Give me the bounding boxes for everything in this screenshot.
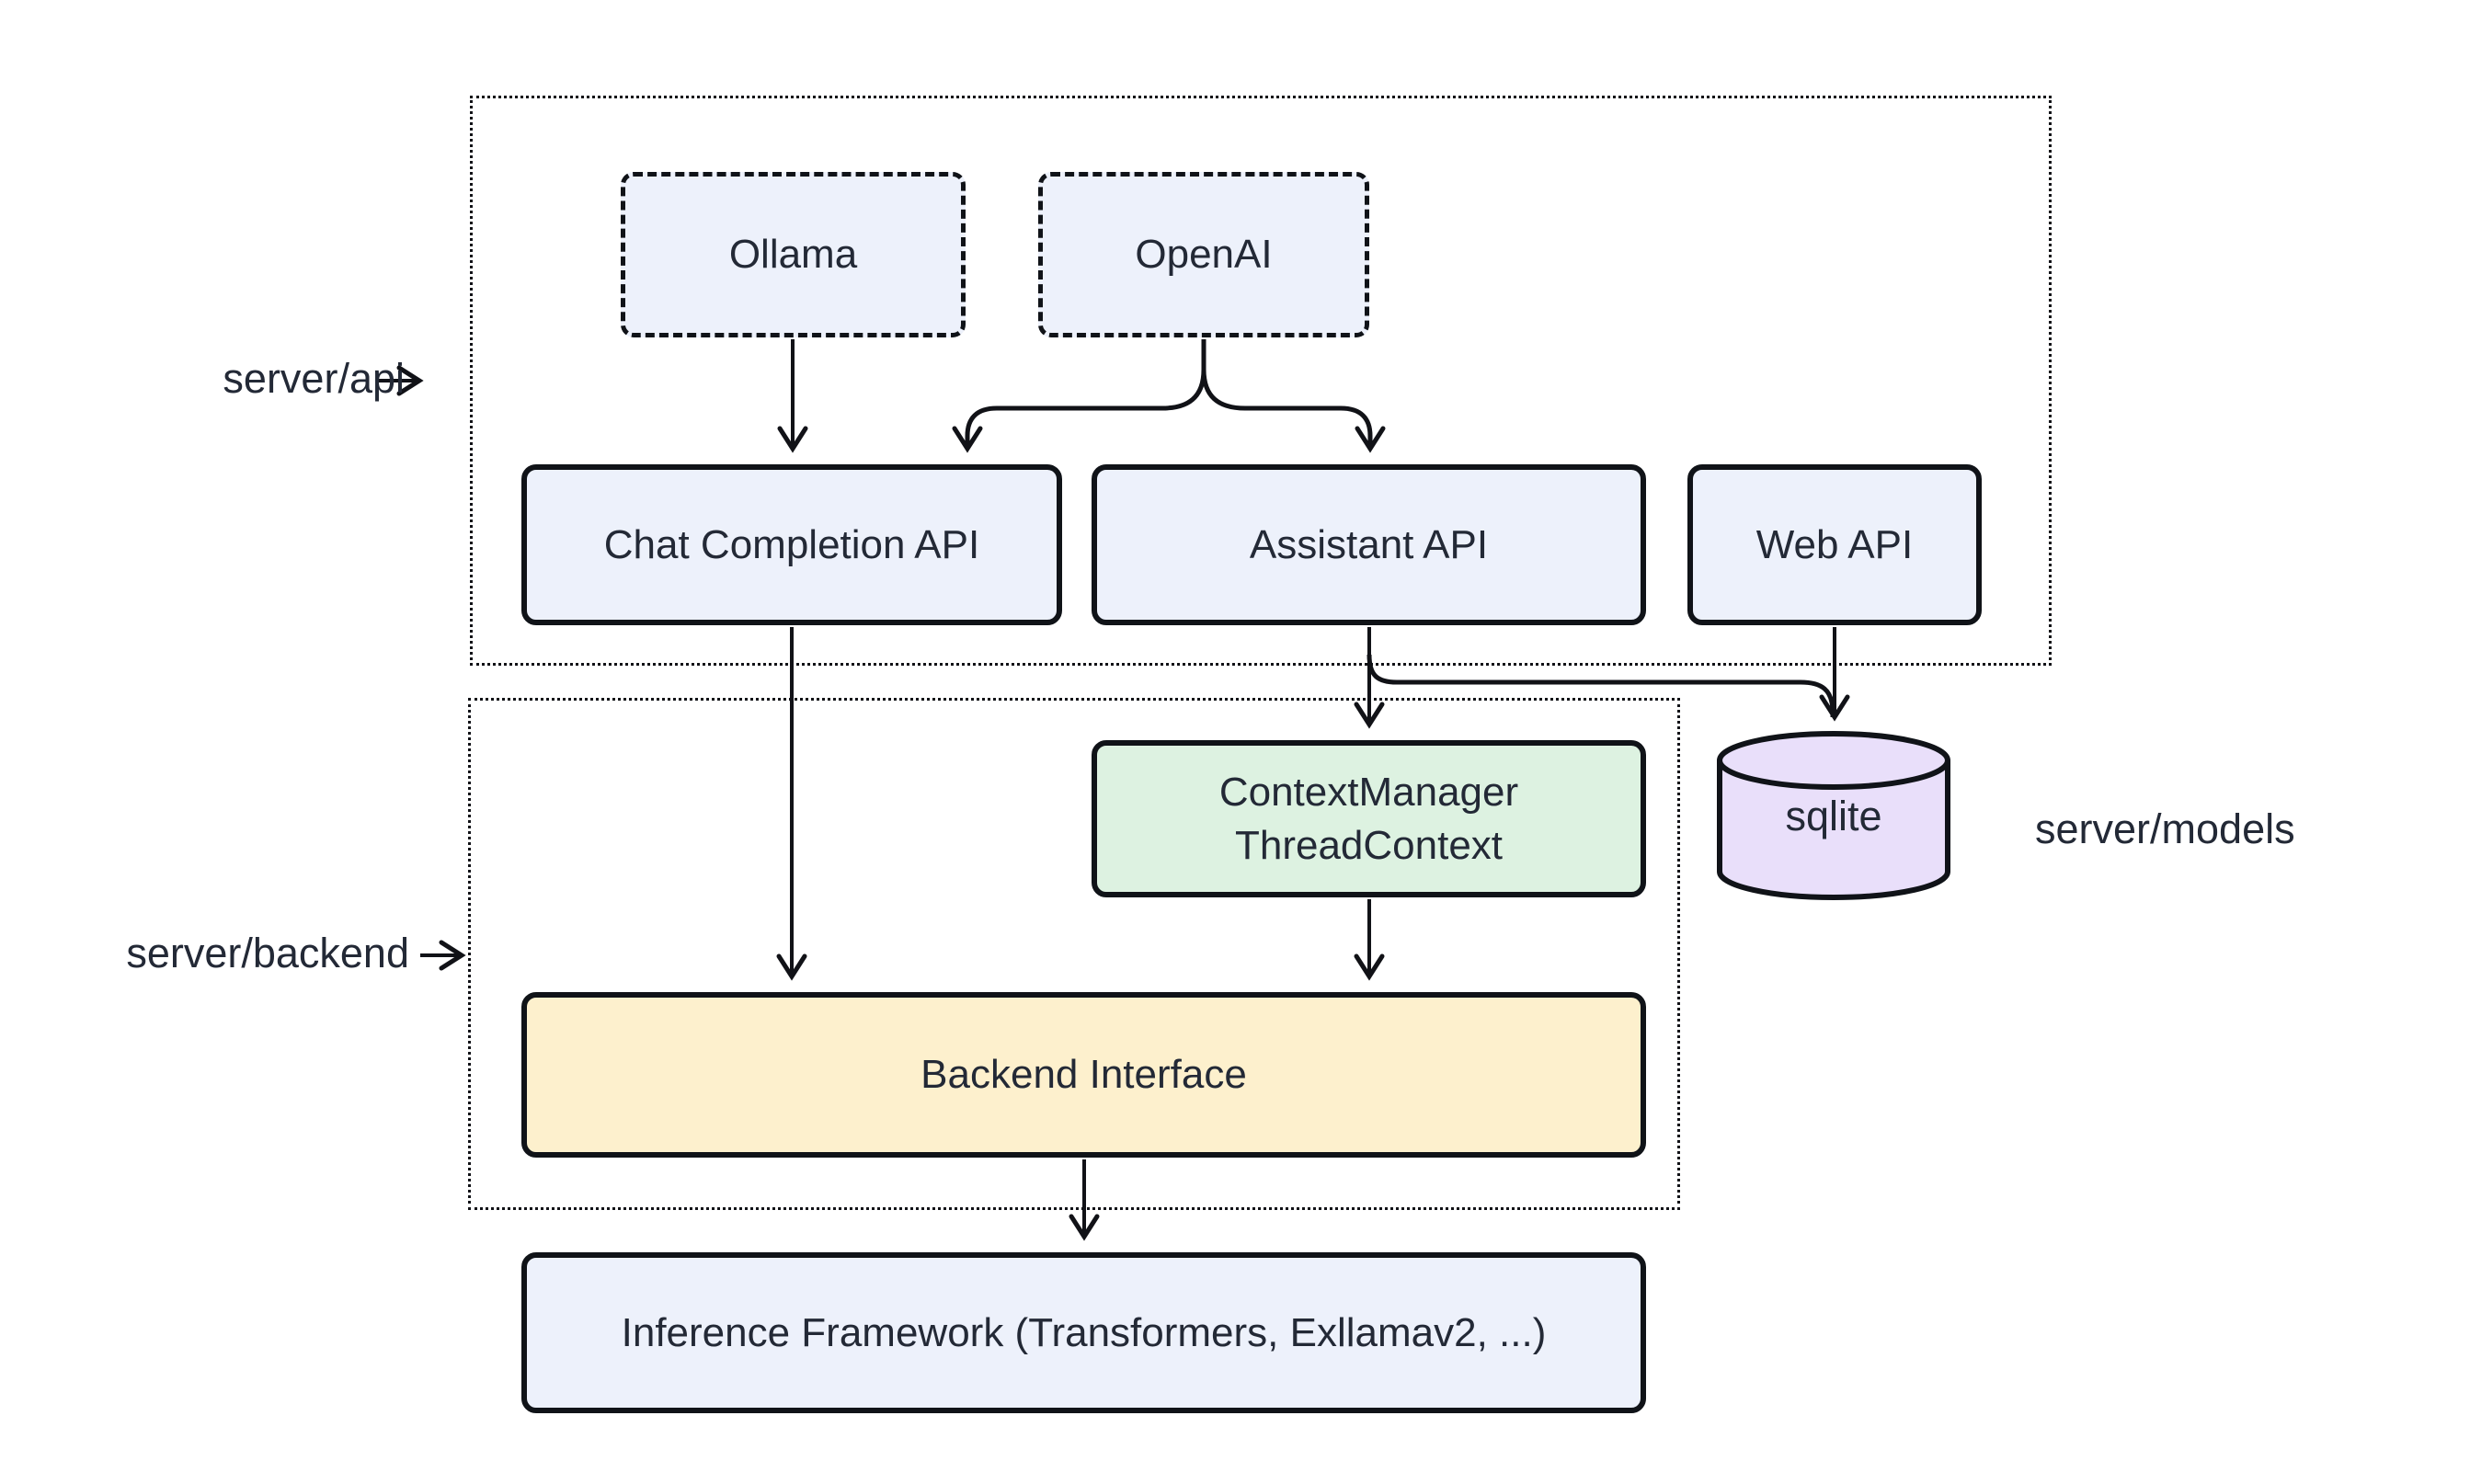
label-server-models: server/models xyxy=(2035,805,2295,852)
node-ollama-label: Ollama xyxy=(728,232,858,278)
node-chat-completion-api-label: Chat Completion API xyxy=(603,521,980,567)
node-backend-interface-label: Backend Interface xyxy=(921,1052,1247,1098)
node-web-api: Web API xyxy=(1687,464,1982,625)
node-sqlite-label: sqlite xyxy=(1785,793,1882,839)
node-openai: OpenAI xyxy=(1038,172,1369,337)
label-server-backend: server/backend xyxy=(126,930,409,976)
node-inference-framework-label: Inference Framework (Transformers, Exlla… xyxy=(621,1309,1547,1355)
node-backend-interface: Backend Interface xyxy=(521,992,1646,1158)
node-assistant-api-label: Assistant API xyxy=(1249,521,1489,567)
node-context-manager-label-line2: ThreadContext xyxy=(1234,822,1504,868)
node-openai-label: OpenAI xyxy=(1135,232,1273,278)
node-ollama: Ollama xyxy=(621,172,966,337)
node-context-manager-label-line1: ContextManager xyxy=(1218,770,1519,816)
node-context-manager: ContextManager ThreadContext xyxy=(1092,740,1646,897)
group-server-backend xyxy=(468,698,1680,1210)
label-server-api: server/api xyxy=(223,355,405,402)
sqlite-cylinder-top xyxy=(1717,731,1950,790)
node-assistant-api: Assistant API xyxy=(1092,464,1646,625)
node-inference-framework: Inference Framework (Transformers, Exlla… xyxy=(521,1252,1646,1413)
group-server-api xyxy=(470,96,2052,666)
node-chat-completion-api: Chat Completion API xyxy=(521,464,1062,625)
node-web-api-label: Web API xyxy=(1755,521,1914,567)
